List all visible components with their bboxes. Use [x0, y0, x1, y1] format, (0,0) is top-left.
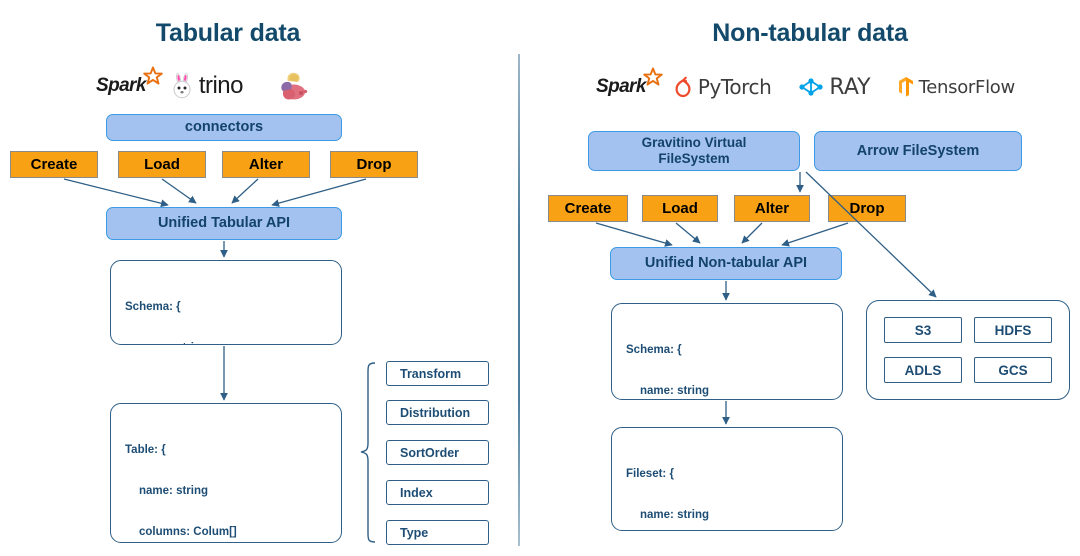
- schema-struct-box: Schema: { name: string comment: string p…: [611, 303, 843, 400]
- storage-backends-group: [866, 300, 1070, 400]
- tensorflow-icon: [898, 77, 913, 97]
- arrow-create-to-api: [63, 178, 169, 208]
- table-tags-brace: [360, 362, 376, 543]
- unified-tabular-api-box[interactable]: Unified Tabular API: [106, 207, 342, 240]
- storage-hdfs[interactable]: HDFS: [974, 317, 1052, 343]
- spark-logo-text: Spark: [596, 76, 646, 97]
- struct-field: name: string: [640, 508, 710, 521]
- gravitino-virtual-filesystem-box[interactable]: Gravitino Virtual FileSystem: [588, 131, 800, 171]
- arrow-load-to-api: [675, 222, 701, 244]
- struct-field: name: string: [640, 384, 710, 397]
- hive-mascot-icon: [281, 72, 308, 100]
- tag-type[interactable]: Type: [386, 520, 489, 545]
- tag-transform[interactable]: Transform: [386, 361, 489, 386]
- tag-index[interactable]: Index: [386, 480, 489, 505]
- left-logo-strip: Spark trino: [96, 66, 336, 104]
- tensorflow-logo-text: TensorFlow: [918, 76, 1016, 98]
- op-load-button[interactable]: Load: [118, 151, 206, 178]
- spark-logo-text: Spark: [96, 75, 146, 96]
- storage-s3[interactable]: S3: [884, 317, 962, 343]
- op-create-button[interactable]: Create: [10, 151, 98, 178]
- gvfs-label-line1: Gravitino Virtual: [641, 135, 747, 151]
- op-drop-button[interactable]: Drop: [828, 195, 906, 222]
- struct-title: Fileset: {: [626, 468, 674, 481]
- ray-nodes-icon: [799, 78, 824, 96]
- right-logo-strip: Spark PyTorch: [596, 67, 1016, 104]
- pytorch-flame-icon: [675, 76, 691, 98]
- left-panel-title: Tabular data: [155, 19, 301, 47]
- hive-logo: [277, 71, 309, 101]
- struct-field: columns: Colum[]: [139, 525, 237, 538]
- tensorflow-logo: TensorFlow: [897, 75, 1015, 99]
- op-load-button[interactable]: Load: [642, 195, 718, 222]
- pytorch-logo: PyTorch: [672, 75, 772, 99]
- arrow-create-to-api: [595, 222, 673, 247]
- struct-title: Table: {: [125, 444, 166, 457]
- storage-gcs[interactable]: GCS: [974, 357, 1052, 383]
- right-panel-title: Non-tabular data: [712, 19, 908, 47]
- connectors-box[interactable]: connectors: [106, 114, 342, 141]
- spark-logo: Spark: [96, 66, 163, 97]
- schema-struct-box: Schema: { name: string comment: string p…: [110, 260, 342, 345]
- arrow-drop-to-api: [781, 222, 849, 247]
- pytorch-logo-text: PyTorch: [697, 75, 772, 99]
- op-alter-button[interactable]: Alter: [222, 151, 310, 178]
- trino-logo-text: trino: [198, 72, 244, 99]
- struct-field: name: string: [125, 342, 341, 344]
- op-create-button[interactable]: Create: [548, 195, 628, 222]
- trino-logo: trino: [170, 72, 244, 100]
- storage-adls[interactable]: ADLS: [884, 357, 962, 383]
- struct-field: name: string: [139, 484, 209, 497]
- arrow-filesystem-box[interactable]: Arrow FileSystem: [814, 131, 1022, 171]
- op-drop-button[interactable]: Drop: [330, 151, 418, 178]
- ray-logo: RAY: [797, 74, 871, 100]
- trino-rabbit-icon: [173, 73, 191, 99]
- struct-title: Schema: {: [125, 301, 181, 314]
- ray-logo-text: RAY: [829, 74, 871, 100]
- panel-divider: [518, 54, 520, 546]
- arrow-load-to-api: [161, 178, 197, 204]
- op-alter-button[interactable]: Alter: [734, 195, 810, 222]
- gvfs-label-line2: FileSystem: [658, 151, 730, 166]
- spark-star-icon: [643, 67, 663, 86]
- struct-title: Schema: {: [626, 344, 682, 357]
- tag-distribution[interactable]: Distribution: [386, 400, 489, 425]
- arrow-alter-to-api: [741, 222, 763, 244]
- fileset-struct-box: Fileset: { name: string storageLocation:…: [611, 427, 843, 531]
- spark-logo: Spark: [596, 67, 663, 98]
- arrow-alter-to-api: [231, 178, 259, 204]
- table-struct-box: Table: { name: string columns: Colum[] p…: [110, 403, 342, 543]
- spark-star-icon: [143, 66, 163, 85]
- unified-nontabular-api-box[interactable]: Unified Non-tabular API: [610, 247, 842, 280]
- tag-sortorder[interactable]: SortOrder: [386, 440, 489, 465]
- arrow-drop-to-api: [271, 178, 367, 207]
